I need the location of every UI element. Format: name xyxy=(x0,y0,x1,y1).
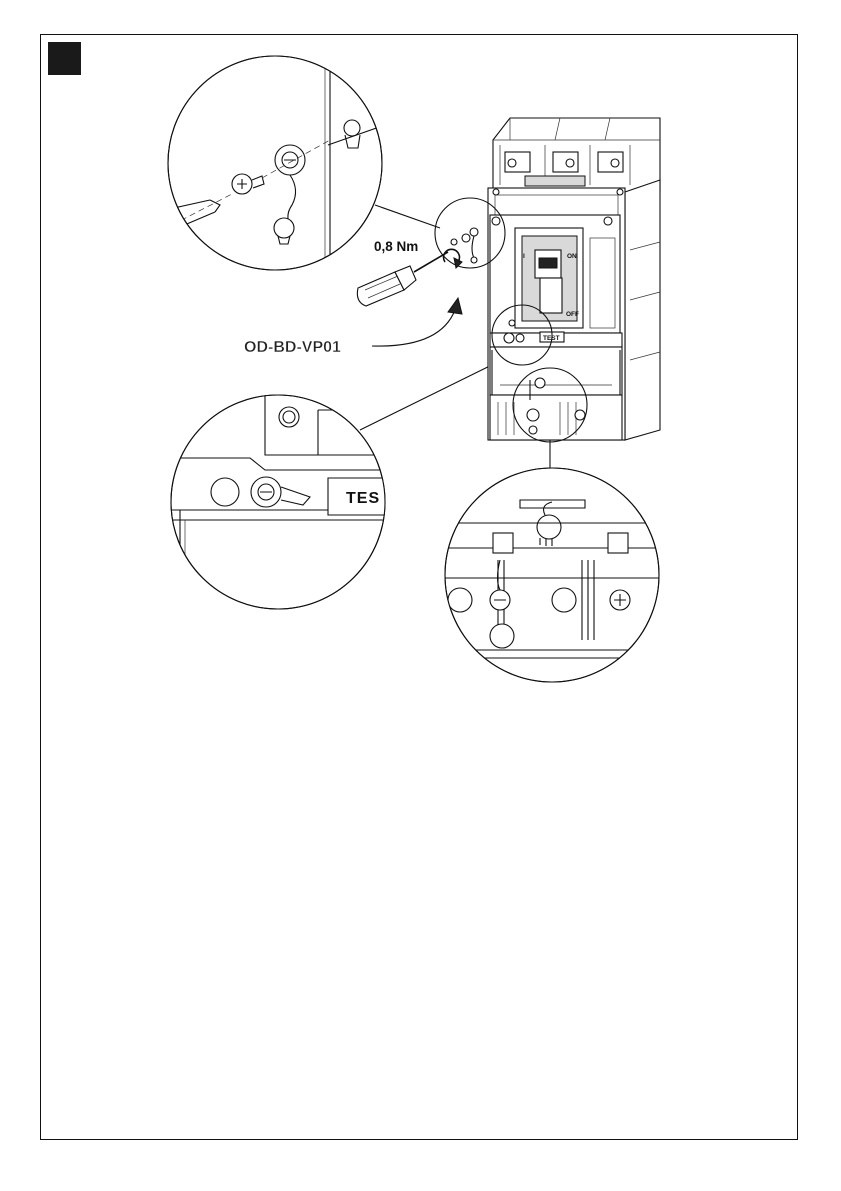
part-leader-line xyxy=(372,310,455,346)
part-leader-arrowhead xyxy=(448,298,462,314)
off-label: OFF xyxy=(566,311,579,318)
part-label: OD-BD-VP01 xyxy=(244,339,341,356)
zoom-detail-terminal-seal xyxy=(440,468,665,682)
screwdriver xyxy=(357,252,448,306)
circuit-breaker: ON OFF I TEST xyxy=(488,118,660,440)
seal-parts-small xyxy=(451,228,478,263)
zoom-detail-test-seal: TES xyxy=(170,395,390,610)
on-symbol: I xyxy=(523,253,525,260)
zoom-detail-screw-seal xyxy=(165,56,385,270)
torque-label: 0,8 Nm xyxy=(374,239,418,254)
on-label: ON xyxy=(567,253,577,260)
test-label-zoom: TES xyxy=(346,490,380,507)
